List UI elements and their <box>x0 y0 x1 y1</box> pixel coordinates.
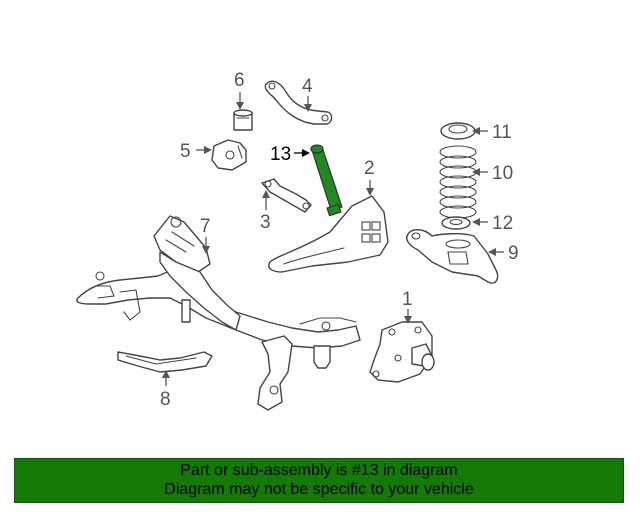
callout-label-9: 9 <box>508 243 519 264</box>
part-5-bracket[interactable] <box>211 139 247 171</box>
part-12-spring-seat[interactable] <box>441 216 471 230</box>
callout-4: 4 <box>302 76 313 112</box>
part-13-shock-absorber[interactable] <box>310 144 343 217</box>
callout-13: 13 <box>270 144 310 165</box>
callout-8: 8 <box>160 370 171 410</box>
part-8-plate[interactable] <box>117 351 213 373</box>
callout-label-8: 8 <box>160 389 171 410</box>
callout-10: 10 <box>472 163 513 184</box>
callout-label-13: 13 <box>270 144 291 165</box>
part-1-hub[interactable] <box>369 321 435 383</box>
callout-2: 2 <box>364 158 375 196</box>
part-7-crossmember[interactable] <box>76 215 361 411</box>
info-banner: Part or sub-assembly is #13 in diagram D… <box>14 458 624 503</box>
callout-1: 1 <box>402 289 413 324</box>
callout-3: 3 <box>260 190 271 233</box>
callout-label-10: 10 <box>492 163 513 184</box>
part-2-trailing-arm[interactable] <box>268 195 389 273</box>
banner-line-2: Diagram may not be specific to your vehi… <box>164 481 474 498</box>
callout-7: 7 <box>200 216 211 254</box>
parts-diagram: 6 4 5 3 13 <box>76 70 519 411</box>
callout-label-4: 4 <box>302 76 313 97</box>
callout-label-3: 3 <box>260 212 271 233</box>
callout-label-11: 11 <box>492 122 512 143</box>
callout-label-7: 7 <box>200 216 211 237</box>
part-4-upper-arm[interactable] <box>264 80 333 125</box>
callout-label-2: 2 <box>364 158 375 179</box>
part-3-link-rod[interactable] <box>261 178 312 213</box>
part-11-spring-seat[interactable] <box>440 122 476 140</box>
part-9-lower-arm[interactable] <box>406 229 499 284</box>
callout-label-6: 6 <box>234 70 245 91</box>
callout-11: 11 <box>472 122 512 143</box>
banner-line-1: Part or sub-assembly is #13 in diagram <box>180 462 458 479</box>
callout-9: 9 <box>488 243 519 264</box>
callout-label-5: 5 <box>180 141 191 162</box>
callout-label-12: 12 <box>492 213 513 234</box>
callout-6: 6 <box>234 70 245 110</box>
callout-12: 12 <box>472 213 513 234</box>
callout-5: 5 <box>180 141 212 162</box>
part-6-bushing[interactable] <box>233 109 253 131</box>
part-10-coil-spring[interactable] <box>439 145 477 219</box>
callout-label-1: 1 <box>402 289 413 310</box>
